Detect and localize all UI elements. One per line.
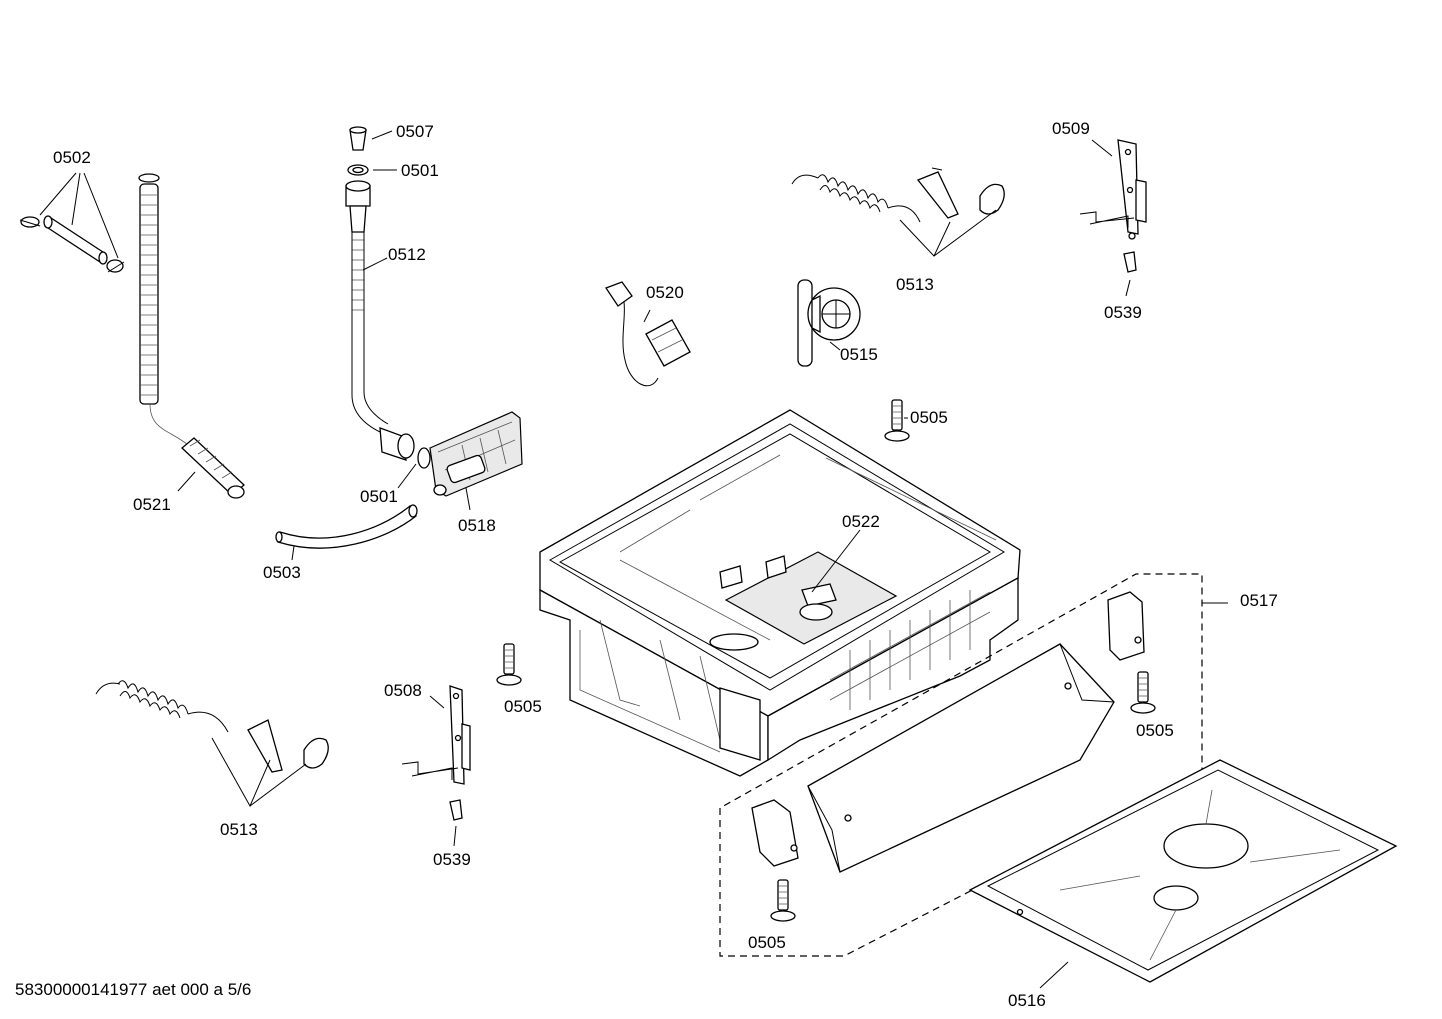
label-0520: 0520	[646, 283, 684, 302]
leader-0516	[1039, 961, 1069, 989]
label-0501-bottom: 0501	[360, 487, 398, 506]
label-0539-left: 0539	[433, 850, 471, 869]
part-0521-drain-hose	[138, 173, 245, 499]
label-0505-bottom: 0505	[748, 933, 786, 952]
part-0502-hose-clamps	[19, 215, 125, 273]
part-0520-cable-sensor	[605, 281, 691, 387]
part-0505-screw-bottom	[770, 879, 796, 922]
label-0505-right: 0505	[1136, 721, 1174, 740]
label-0505-top: 0505	[910, 408, 948, 427]
label-0503: 0503	[263, 563, 301, 582]
document-reference-footer: 58300000141977 aet 000 a 5/6	[15, 980, 252, 999]
leader-0513a	[899, 209, 997, 257]
leader-0539a	[1125, 279, 1131, 297]
leader-0503	[291, 545, 295, 561]
part-0501-washer-bottom	[417, 447, 431, 469]
part-0501-washer-top	[347, 164, 369, 176]
label-0522: 0522	[842, 512, 880, 531]
part-0517-right-bracket	[1107, 591, 1145, 661]
leader-0501b	[397, 463, 417, 489]
label-0507: 0507	[396, 122, 434, 141]
part-0539-clip-right	[1123, 251, 1137, 273]
part-0539-clip-left	[449, 799, 463, 821]
leader-0513b	[211, 737, 307, 808]
part-0513-top-spring	[791, 167, 1005, 223]
label-0501-top: 0501	[401, 161, 439, 180]
label-0539-right: 0539	[1104, 303, 1142, 322]
part-0516-base-plate	[968, 759, 1398, 983]
part-0505-screw-mid	[496, 643, 522, 686]
leader-0520	[643, 309, 651, 323]
part-0517-plinth-trim	[807, 643, 1115, 873]
leader-0521	[177, 471, 196, 492]
leader-0539b	[453, 825, 457, 847]
label-0505-mid: 0505	[504, 697, 542, 716]
leader-0518	[465, 487, 471, 511]
label-0521: 0521	[133, 495, 171, 514]
label-0517: 0517	[1240, 591, 1278, 610]
leader-0515	[829, 341, 841, 351]
label-0513-bottom: 0513	[220, 820, 258, 839]
label-0515: 0515	[840, 345, 878, 364]
label-0508: 0508	[384, 681, 422, 700]
label-0509: 0509	[1052, 119, 1090, 138]
label-0518: 0518	[458, 516, 496, 535]
leader-0522	[811, 529, 861, 593]
part-0503-hose	[275, 504, 418, 549]
part-base-tub	[539, 409, 1021, 777]
label-0512: 0512	[388, 245, 426, 264]
label-0502: 0502	[53, 148, 91, 167]
part-0505-screw-top	[884, 399, 910, 442]
leader-0509	[1091, 139, 1113, 157]
part-0505-screw-right	[1130, 671, 1156, 714]
part-0509-hinge	[1079, 139, 1147, 240]
leader-0507	[371, 130, 393, 140]
leader-0502	[39, 172, 119, 259]
part-0508-hinge	[401, 685, 471, 785]
part-0515-pump	[797, 279, 861, 367]
part-0517-left-bracket	[751, 799, 799, 867]
label-0516: 0516	[1008, 991, 1046, 1010]
label-0513-top: 0513	[896, 275, 934, 294]
leader-0508	[429, 695, 445, 709]
part-0507-cap	[349, 126, 367, 151]
part-0512-inlet-hose	[345, 180, 415, 461]
leader-0512	[362, 257, 388, 271]
part-0513-bottom-spring	[95, 680, 329, 773]
part-0518-valve-block	[429, 411, 523, 497]
